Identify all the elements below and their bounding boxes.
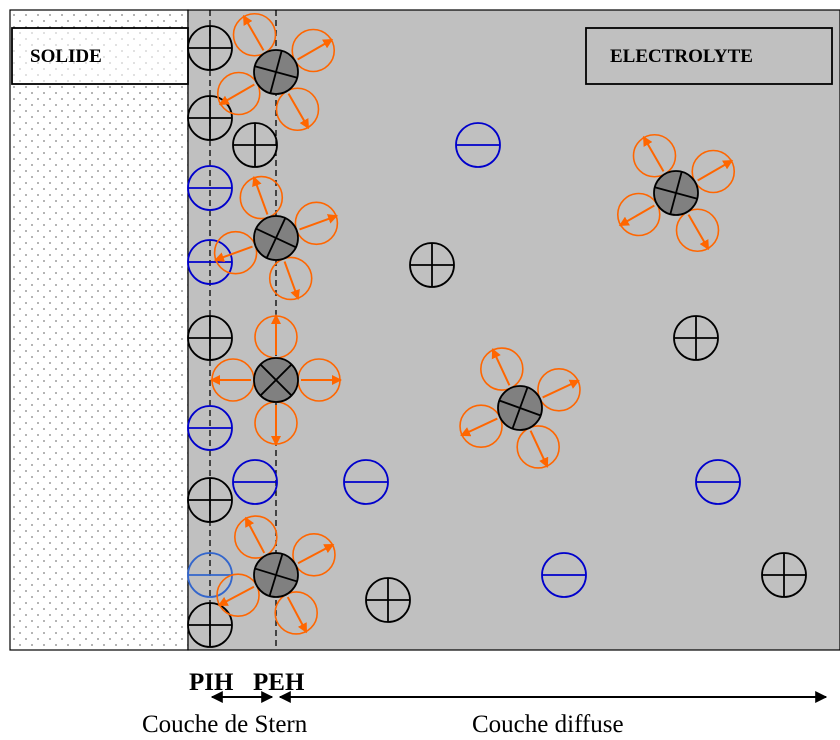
water-dipole-icon [268,256,313,301]
water-dipole-icon [216,573,260,617]
water-dipole-icon [294,201,339,246]
water-dipole-icon [632,133,677,178]
cation-icon [187,315,233,361]
water-dipole-icon [213,230,258,275]
solvated-cation-icon [497,385,543,431]
water-dipole-icon [516,425,560,469]
water-dipole-icon [675,208,720,253]
anion-icon [455,122,501,168]
solvated-cation-icon [653,170,699,216]
stern-layer-label: Couche de Stern [142,711,308,738]
cation-icon [187,25,233,71]
solvated-cation-icon [253,552,299,598]
cation-icon [187,477,233,523]
solvated-cation-icon [253,49,299,95]
water-dipole-icon [459,404,503,448]
pih-label: PIH [189,669,234,696]
cation-icon [187,602,233,648]
cation-icon [232,122,278,168]
water-dipole-icon [234,515,278,559]
electrolyte-label: ELECTROLYTE [610,46,753,67]
water-dipole-icon [537,368,581,412]
solid-region [9,9,189,651]
water-dipole-icon [232,12,277,57]
anion-icon [343,459,389,505]
water-dipole-icon [291,28,336,73]
anion-icon [232,459,278,505]
water-dipole-icon [691,149,736,194]
cation-icon [761,552,807,598]
peh-label: PEH [253,669,305,696]
water-dipole-icon [239,175,284,220]
cation-icon [409,242,455,288]
water-dipole-icon [616,192,661,237]
water-dipole-icon [292,533,336,577]
electrolyte-region [187,9,840,651]
anion-icon [541,552,587,598]
solid-label-box: SOLIDE [11,27,189,85]
anion-icon [187,239,233,285]
cation-icon [673,315,719,361]
cation-icon [187,95,233,141]
water-dipole-icon [480,347,524,391]
anion-icon [187,165,233,211]
solvated-cation-icon [253,357,299,403]
electrolyte-label-box: ELECTROLYTE [585,27,833,85]
anion-icon [187,405,233,451]
water-dipole-icon [216,71,261,116]
solvated-cation-icon [253,215,299,261]
water-dipole-icon [274,591,318,635]
water-dipole-icon [275,87,320,132]
cation-icon [365,577,411,623]
bottom-annotations: PIH PEH Couche de Stern Couche diffuse [142,669,828,738]
anion-icon [695,459,741,505]
diffuse-layer-label: Couche diffuse [472,711,624,738]
solid-label: SOLIDE [30,46,102,67]
ions-layer [187,12,807,648]
